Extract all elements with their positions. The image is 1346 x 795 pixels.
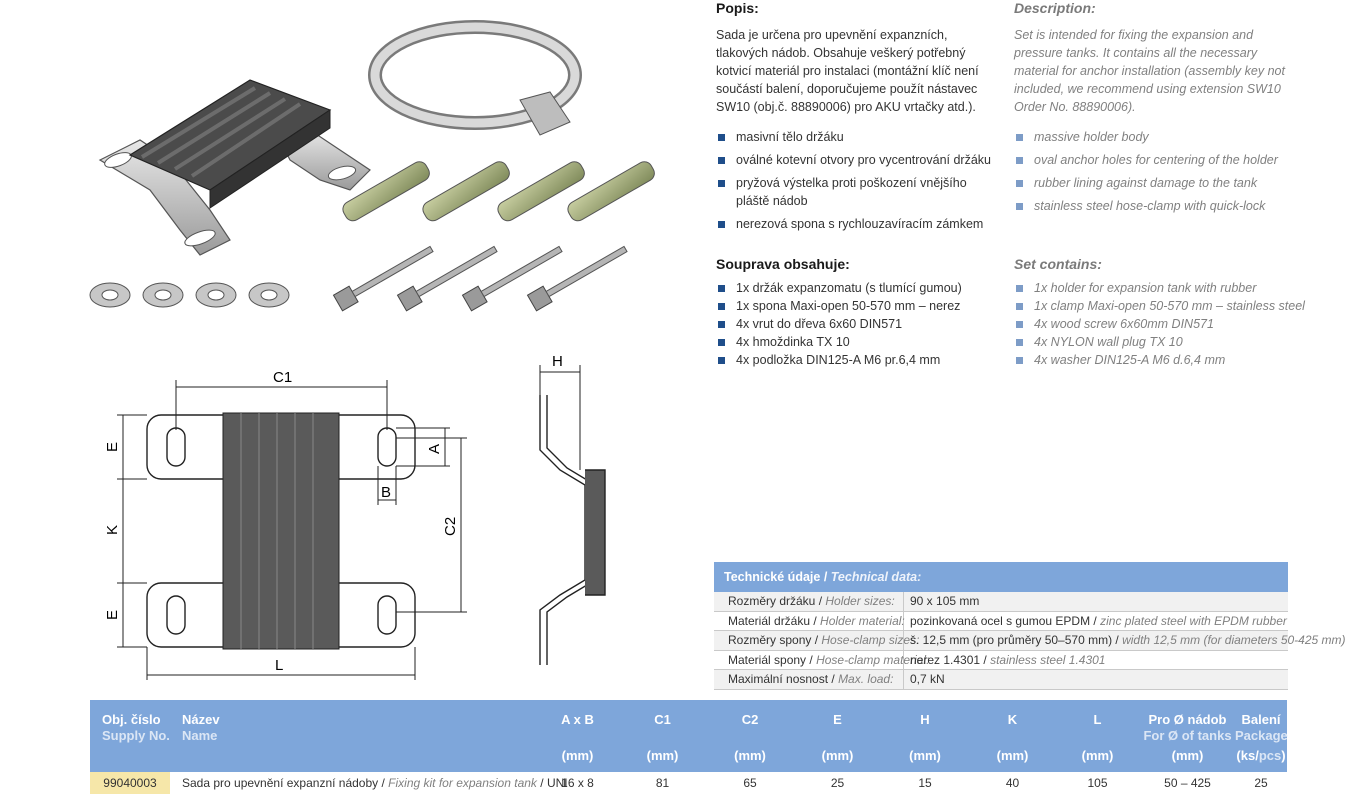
cell-k: 40 — [1005, 776, 1020, 790]
set-item: 1x držák expanzomatu (s tlumící gumou) — [716, 279, 1006, 297]
dim-c1-label: C1 — [273, 369, 292, 386]
set-item: 4x wood screw 6x60mm DIN571 — [1014, 315, 1314, 333]
technical-row: Rozměry držáku / Holder sizes: 90 x 105 … — [714, 592, 1288, 612]
cell-l: 105 — [1087, 776, 1108, 790]
product-code: 99040003 — [90, 772, 170, 794]
col-name: Název Name — [182, 712, 220, 743]
technical-row: Maximální nosnost / Max. load: 0,7 kN — [714, 670, 1288, 690]
set-contains-title-en: Set contains: — [1014, 256, 1102, 272]
cell-h: 15 — [918, 776, 932, 790]
dim-h-label: H — [552, 353, 563, 370]
set-contains-list-en: 1x holder for expansion tank with rubber… — [1014, 279, 1314, 369]
description-text-en: Set is intended for fixing the expansion… — [1014, 28, 1285, 114]
hose-clamp-image — [368, 20, 582, 136]
technical-data-rows: Rozměry držáku / Holder sizes: 90 x 105 … — [714, 592, 1346, 690]
technical-data-table: Technické údaje / Technical data: Rozměr… — [714, 562, 1346, 690]
set-contains-title-cz: Souprava obsahuje: — [716, 256, 850, 272]
description-title-en: Description: — [1014, 0, 1096, 16]
set-item: 1x holder for expansion tank with rubber — [1014, 279, 1314, 297]
description-text-cz: Sada je určena pro upevnění expanzních, … — [716, 28, 979, 114]
wall-plugs-image — [342, 161, 655, 222]
col-supply-no: Obj. číslo Supply No. — [102, 712, 170, 743]
product-name: Sada pro upevnění expanzní nádoby / Fixi… — [182, 776, 568, 790]
col-axb: A x B(mm) — [561, 712, 594, 763]
feature-item: oval anchor holes for centering of the h… — [1014, 151, 1304, 169]
col-c1: C1(mm) — [646, 712, 679, 763]
product-table-header: Obj. číslo Supply No. Název Name A x B(m… — [90, 700, 1288, 772]
set-item: 4x vrut do dřeva 6x60 DIN571 — [716, 315, 1006, 333]
cell-c1: 81 — [655, 776, 670, 790]
technical-row: Rozměry spony / Hose-clamp sizes: š. 12,… — [714, 631, 1346, 651]
technical-drawing: C1 L E K E C2 A B H — [104, 353, 606, 680]
feature-item: rubber lining against damage to the tank — [1014, 174, 1304, 192]
set-item: 1x clamp Maxi-open 50-570 mm – stainless… — [1014, 297, 1314, 315]
technical-row: Materiál držáku / Holder material: pozin… — [714, 611, 1288, 631]
technical-row: Materiál spony / Hose-clamp material: ne… — [714, 650, 1288, 670]
dim-c2-label: C2 — [442, 517, 459, 536]
feature-item: nerezová spona s rychlouzavíracím zámkem — [716, 215, 996, 233]
feature-item: pryžová výstelka proti poškození vnějšíh… — [716, 174, 996, 210]
feature-item: massive holder body — [1014, 128, 1304, 146]
technical-data-header: Technické údaje / Technical data: — [714, 562, 1288, 592]
feature-item: masivní tělo držáku — [716, 128, 996, 146]
set-contains-list-cz: 1x držák expanzomatu (s tlumící gumou) 1… — [716, 279, 1006, 369]
features-list-en: massive holder body oval anchor holes fo… — [1014, 128, 1304, 220]
product-illustration — [89, 20, 655, 312]
col-k: K(mm) — [996, 712, 1029, 763]
col-package: Balení Package (ks/pcs) — [1235, 712, 1288, 763]
holder-bracket-image — [98, 79, 371, 256]
set-item: 1x spona Maxi-open 50-570 mm – nerez — [716, 297, 1006, 315]
set-item: 4x washer DIN125-A M6 d.6,4 mm — [1014, 351, 1314, 369]
cell-e: 25 — [830, 776, 845, 790]
cell-c2: 65 — [743, 776, 757, 790]
features-list-cz: masivní tělo držáku oválné kotevní otvor… — [716, 128, 996, 238]
set-item: 4x podložka DIN125-A M6 pr.6,4 mm — [716, 351, 1006, 369]
col-c2: C2(mm) — [734, 712, 766, 763]
cell-package: 25 — [1254, 776, 1268, 790]
col-l: L(mm) — [1081, 712, 1114, 763]
product-table: Obj. číslo Supply No. Název Name A x B(m… — [90, 700, 1288, 794]
description-title-cz: Popis: — [716, 0, 759, 16]
dim-k-label: K — [104, 525, 121, 535]
dim-e-bottom-label: E — [104, 610, 121, 620]
side-view — [539, 365, 606, 665]
dim-b-label: B — [381, 484, 391, 501]
feature-item: oválné kotevní otvory pro vycentrování d… — [716, 151, 996, 169]
washers-image — [89, 282, 290, 308]
cell-axb: 16 x 8 — [561, 776, 594, 790]
set-item: 4x NYLON wall plug TX 10 — [1014, 333, 1314, 351]
dim-e-top-label: E — [104, 442, 121, 452]
set-item: 4x hmoždinka TX 10 — [716, 333, 1006, 351]
feature-item: stainless steel hose-clamp with quick-lo… — [1014, 197, 1304, 215]
col-e: E(mm) — [821, 712, 854, 763]
dim-a-label: A — [426, 444, 443, 454]
cell-tank: 50 – 425 — [1164, 776, 1211, 790]
product-row: 99040003 Sada pro upevnění expanzní nádo… — [90, 772, 1287, 794]
wood-screws-image — [332, 245, 628, 312]
dim-l-label: L — [275, 657, 283, 674]
col-h: H(mm) — [909, 712, 941, 763]
col-tank-diameter: Pro Ø nádob For Ø of tanks (mm) — [1143, 712, 1232, 763]
